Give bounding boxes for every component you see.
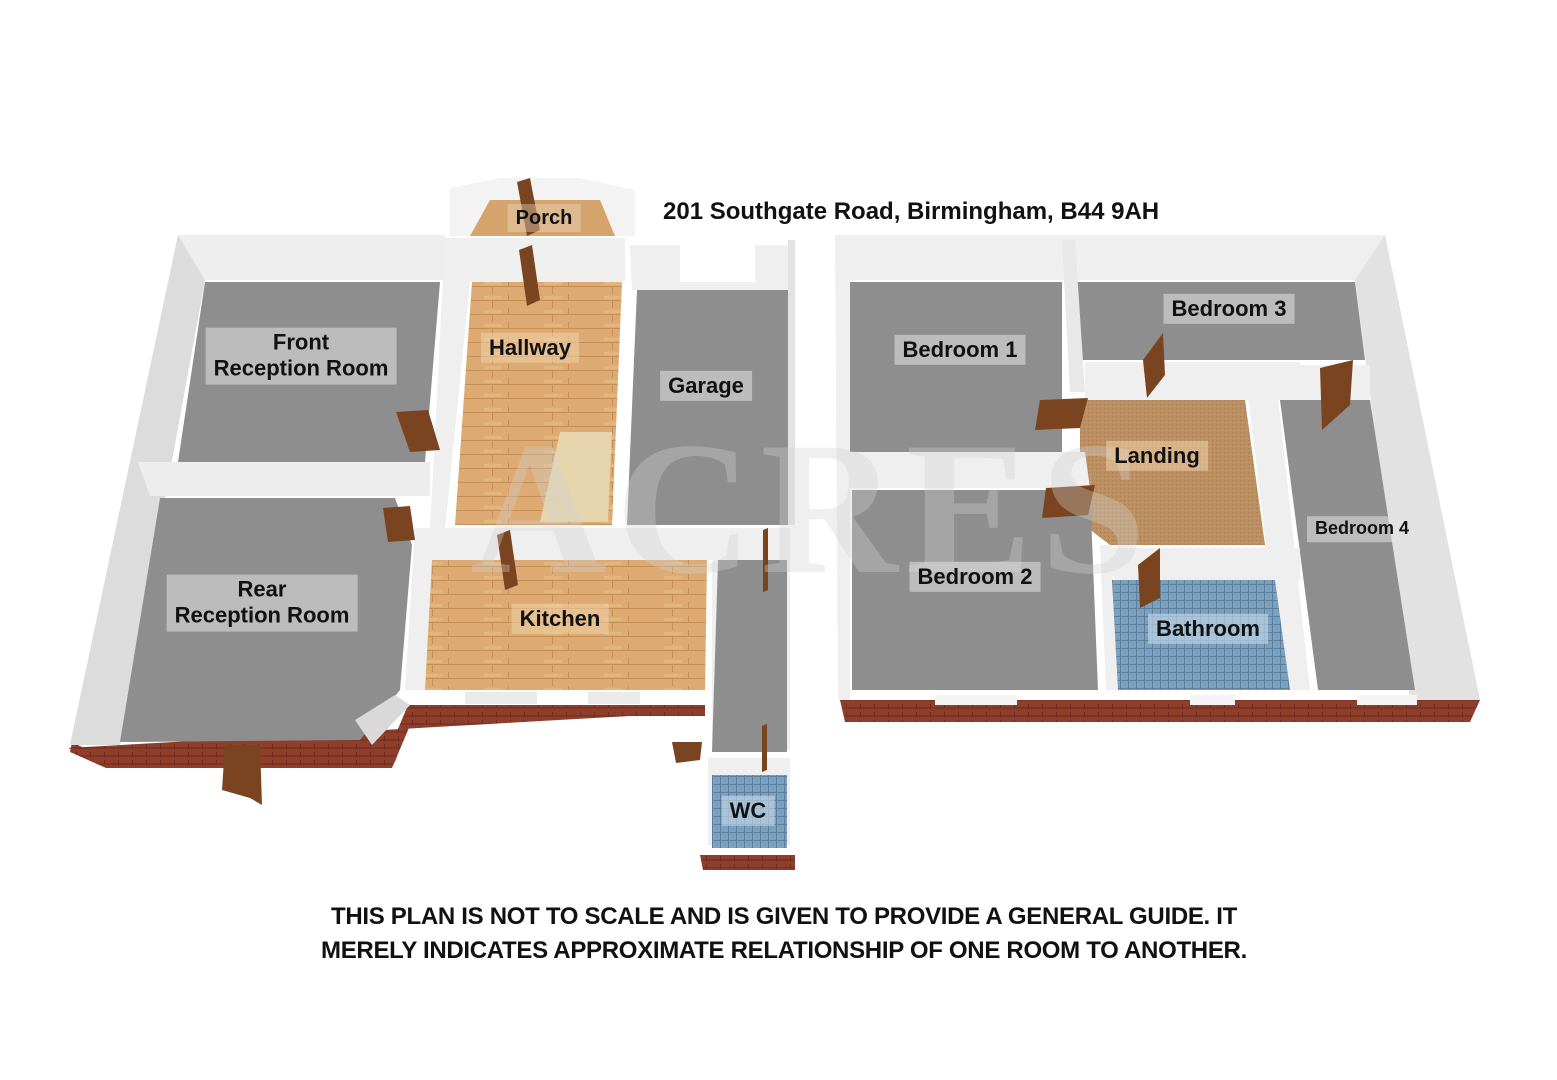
staircase xyxy=(540,432,612,522)
room-label-bedroom-1: Bedroom 1 xyxy=(894,334,1026,366)
bedroom-1-door-icon xyxy=(1035,398,1088,430)
room-label-bedroom-4: Bedroom 4 xyxy=(1306,516,1418,542)
room-label-kitchen: Kitchen xyxy=(511,603,609,635)
room-label-line: Rear xyxy=(237,576,287,602)
garage-corridor-door-icon xyxy=(763,528,768,592)
property-address: 201 Southgate Road, Birmingham, B44 9AH xyxy=(663,198,1160,225)
scale-disclaimer: THIS PLAN IS NOT TO SCALE AND IS GIVEN T… xyxy=(321,903,1247,964)
watermark: ACRES xyxy=(470,404,1155,614)
porch-floor xyxy=(470,200,615,236)
room-label-line: Reception Room xyxy=(174,603,350,628)
room-label-bedroom-2: Bedroom 2 xyxy=(909,561,1041,593)
room-label-line: Front xyxy=(272,329,330,355)
front-reception-door-icon xyxy=(396,410,440,452)
rear-reception-door-icon xyxy=(383,506,415,542)
first-outer-brick xyxy=(840,700,1480,722)
bedroom-4-door-icon xyxy=(1320,360,1353,430)
bedroom-4-floor xyxy=(1280,400,1415,690)
room-label-landing: Landing xyxy=(1106,440,1208,472)
bedroom-2-door-icon xyxy=(1042,485,1095,518)
side-door-icon xyxy=(672,742,702,763)
room-label-hallway: Hallway xyxy=(481,332,579,364)
rear-patio-door-icon xyxy=(222,745,262,805)
room-label-line: Reception Room xyxy=(213,356,389,381)
room-label-front-reception: Front Reception Room xyxy=(205,327,397,385)
corridor-floor xyxy=(712,560,787,752)
room-label-wc: WC xyxy=(721,795,775,827)
room-label-bedroom-3: Bedroom 3 xyxy=(1163,293,1295,325)
bedroom-3-door-icon xyxy=(1143,333,1165,398)
wc-door-icon xyxy=(762,724,767,772)
room-label-porch: Porch xyxy=(507,204,581,232)
landing-floor xyxy=(1080,400,1265,545)
room-label-bathroom: Bathroom xyxy=(1148,613,1268,645)
first-floor xyxy=(835,235,1480,722)
garage-floor xyxy=(627,290,788,525)
kitchen-door-icon xyxy=(497,530,518,590)
front-door-icon xyxy=(519,245,540,306)
porch-door-icon xyxy=(517,178,540,236)
bathroom-door-icon xyxy=(1138,548,1160,608)
room-label-rear-reception: Rear Reception Room xyxy=(166,574,358,632)
bedroom-1-floor xyxy=(850,282,1062,452)
ground-outer-brick xyxy=(70,705,705,768)
room-label-garage: Garage xyxy=(660,370,752,402)
